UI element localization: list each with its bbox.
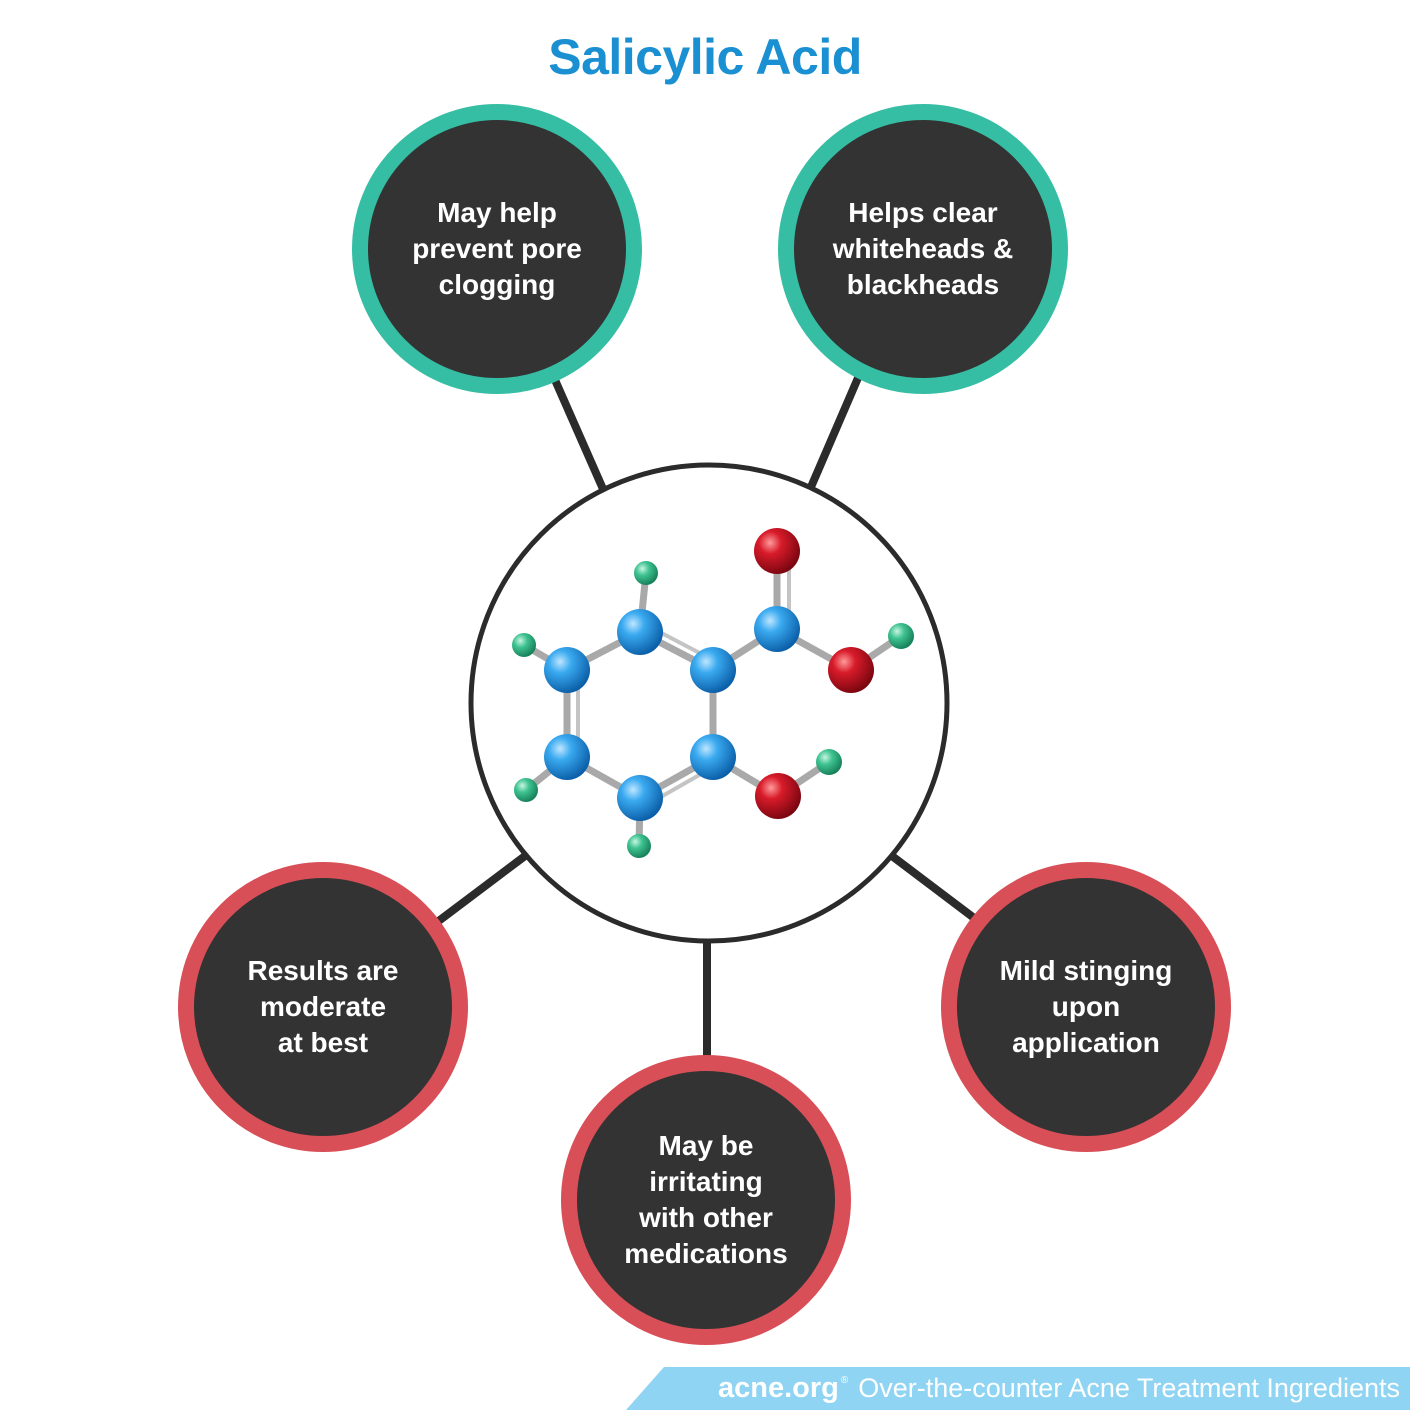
brand-logo: acne.org <box>717 1372 839 1404</box>
con-bubble: May be irritating with other medications <box>561 1055 851 1345</box>
hydrogen-atom <box>512 633 536 657</box>
connector-pro-left <box>544 362 607 491</box>
oxygen-atom <box>755 773 801 819</box>
pro-bubble: Helps clear whiteheads & blackheads <box>778 104 1068 394</box>
connector-lines <box>429 362 985 1070</box>
hydrogen-atom <box>627 834 651 858</box>
carbon-atom <box>617 609 663 655</box>
footer-caption: Over-the-counter Acne Treatment Ingredie… <box>858 1373 1400 1403</box>
molecule-model <box>512 528 914 858</box>
con-label: May be irritating with other medications <box>624 1130 788 1269</box>
connector-con-left <box>429 852 528 930</box>
footer-banner: acne.org ® Over-the-counter Acne Treatme… <box>626 1367 1410 1410</box>
oxygen-atom <box>754 528 800 574</box>
con-bubble: Mild stinging upon application <box>941 862 1231 1152</box>
con-label: Results are moderate at best <box>247 955 399 1058</box>
pro-label: Helps clear whiteheads & blackheads <box>832 197 1014 300</box>
carbon-atom <box>544 647 590 693</box>
page-title: Salicylic Acid <box>548 29 862 85</box>
hydrogen-atom <box>514 778 538 802</box>
connector-pro-right <box>807 362 868 489</box>
hydrogen-atom <box>888 623 914 649</box>
pro-label: May help prevent pore clogging <box>412 197 582 300</box>
hydrogen-atom <box>634 561 658 585</box>
connector-con-right <box>889 852 985 928</box>
oxygen-atom <box>828 647 874 693</box>
carbon-atom <box>690 734 736 780</box>
pro-bubble: May help prevent pore clogging <box>352 104 642 394</box>
center-circle <box>468 462 950 944</box>
hydrogen-atom <box>816 749 842 775</box>
carbon-atom <box>690 647 736 693</box>
carbon-atom <box>754 606 800 652</box>
con-bubble: Results are moderate at best <box>178 862 468 1152</box>
con-label: Mild stinging upon application <box>999 955 1173 1058</box>
registered-mark: ® <box>840 1375 849 1386</box>
carbon-atom <box>617 775 663 821</box>
carbon-atom <box>544 734 590 780</box>
